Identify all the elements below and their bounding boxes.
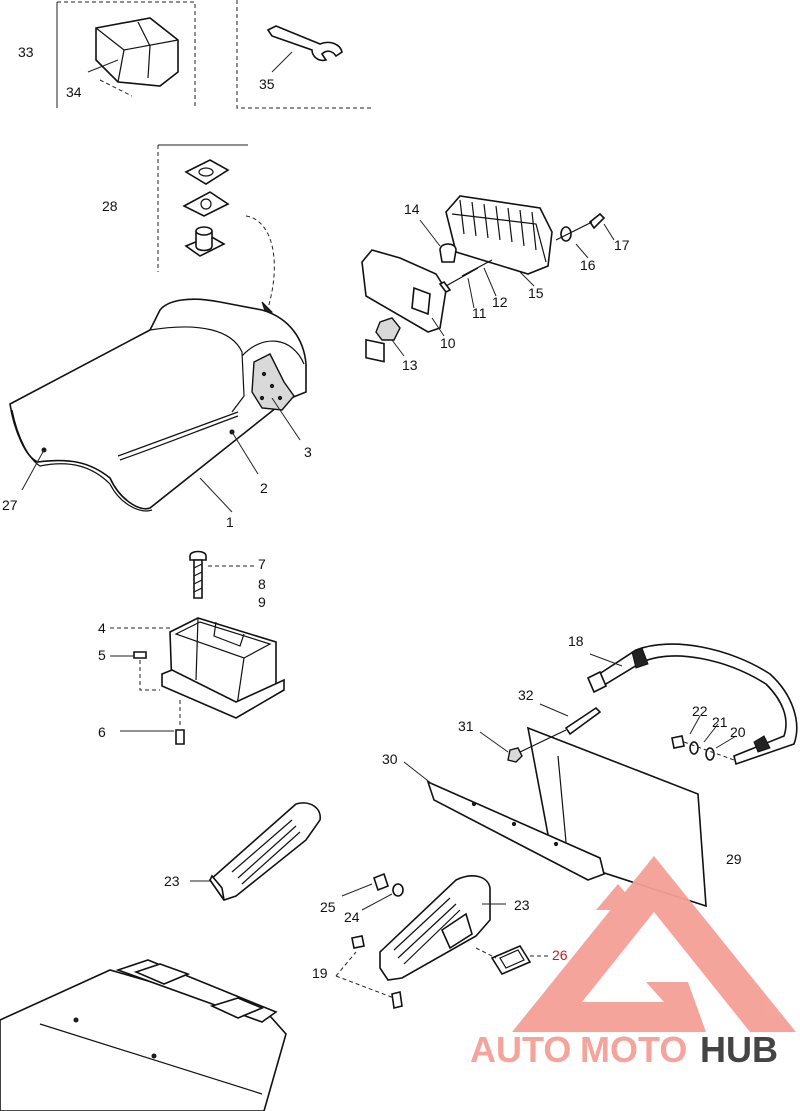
callout-13: 13 bbox=[402, 357, 418, 373]
part-12-screw bbox=[461, 259, 493, 277]
callout-34: 34 bbox=[66, 84, 82, 100]
callout-17: 17 bbox=[614, 237, 630, 253]
part-22-bolt bbox=[671, 735, 685, 749]
part-34-cushion-pad bbox=[95, 17, 179, 87]
kit-box-group bbox=[56, 1, 196, 108]
part-26-clip bbox=[490, 944, 532, 976]
part-28-bumper bbox=[184, 226, 226, 257]
callout-18: 18 bbox=[568, 633, 584, 649]
callout-35: 35 bbox=[259, 76, 275, 92]
part-4-box bbox=[161, 617, 285, 719]
callout-25: 25 bbox=[320, 899, 336, 915]
callout-31: 31 bbox=[458, 718, 474, 734]
tunnel-frame bbox=[0, 959, 287, 1111]
part-32-bolt bbox=[519, 706, 602, 753]
tool-kit-group bbox=[236, 0, 372, 109]
tool-box-assembly bbox=[110, 550, 285, 745]
logo-text-moto: MOTO bbox=[580, 1029, 687, 1070]
part-19-screw bbox=[351, 935, 403, 1009]
callout-14: 14 bbox=[404, 201, 420, 217]
callout-9: 9 bbox=[258, 594, 266, 610]
part-20-nut bbox=[705, 747, 715, 761]
callout-3: 3 bbox=[304, 444, 312, 460]
part-25-screw bbox=[373, 872, 389, 892]
tail-light-assembly bbox=[361, 195, 615, 363]
part-13-nut bbox=[375, 317, 401, 341]
logo-triangle-inner bbox=[596, 884, 640, 910]
part-5-rivet bbox=[133, 651, 160, 691]
callout-5: 5 bbox=[98, 647, 106, 663]
running-board-assembly bbox=[190, 802, 548, 1009]
logo-text-hub: HUB bbox=[700, 1029, 778, 1070]
part-30-rail bbox=[426, 780, 605, 881]
callout-32: 32 bbox=[518, 687, 534, 703]
callout-21: 21 bbox=[712, 714, 728, 730]
part-14-bulb bbox=[439, 243, 457, 263]
part-28-gasket bbox=[184, 159, 230, 185]
callout-labels: 33 34 35 28 14 17 16 15 12 11 10 13 3 2 … bbox=[2, 44, 746, 981]
part-3-plate bbox=[251, 353, 295, 411]
part-6-screw bbox=[175, 700, 185, 745]
callout-6: 6 bbox=[98, 724, 106, 740]
part-23-left-cover bbox=[208, 802, 321, 901]
callout-4: 4 bbox=[98, 620, 106, 636]
part-18-grab-bar bbox=[586, 643, 798, 766]
part-31-nut bbox=[507, 747, 523, 763]
part-17-screw bbox=[555, 212, 606, 241]
automotohub-logo: AUTO MOTO HUB bbox=[470, 856, 796, 1070]
callout-24: 24 bbox=[344, 909, 360, 925]
part-23-right-cover bbox=[379, 875, 491, 981]
part-7-bolt bbox=[189, 550, 207, 599]
callout-33: 33 bbox=[18, 44, 34, 60]
part-35-spanner bbox=[266, 25, 343, 62]
callout-27: 27 bbox=[2, 497, 18, 513]
seat-assembly bbox=[9, 298, 307, 513]
part-28-plate bbox=[182, 191, 230, 217]
callout-12: 12 bbox=[492, 294, 508, 310]
callout-10: 10 bbox=[440, 335, 456, 351]
part-16-washer bbox=[560, 226, 572, 242]
part-10-housing bbox=[361, 249, 447, 363]
callout-8: 8 bbox=[258, 576, 266, 592]
callout-2: 2 bbox=[260, 480, 268, 496]
callout-15: 15 bbox=[528, 285, 544, 301]
part-21-washer bbox=[689, 741, 699, 755]
logo-text-auto: AUTO bbox=[470, 1029, 571, 1070]
seat-bracket-kit-group bbox=[157, 144, 275, 315]
callout-22: 22 bbox=[692, 703, 708, 719]
callout-30: 30 bbox=[382, 751, 398, 767]
part-29-mud-flap bbox=[526, 726, 707, 908]
callout-19: 19 bbox=[312, 965, 328, 981]
callout-11: 11 bbox=[472, 305, 487, 321]
callout-20: 20 bbox=[730, 724, 746, 740]
logo-triangle-mark bbox=[512, 856, 796, 1032]
callout-1: 1 bbox=[226, 514, 234, 530]
rear-bumper-assembly bbox=[403, 643, 798, 908]
part-15-lens bbox=[445, 195, 553, 275]
part-11-screw bbox=[438, 267, 479, 294]
part-24-washer bbox=[392, 883, 404, 897]
callout-23-right: 23 bbox=[514, 897, 530, 913]
callout-7: 7 bbox=[258, 556, 266, 572]
callout-23-left: 23 bbox=[164, 873, 180, 889]
callout-29: 29 bbox=[726, 851, 742, 867]
callout-28: 28 bbox=[102, 198, 118, 214]
callout-16: 16 bbox=[580, 257, 596, 273]
callout-26: 26 bbox=[552, 947, 568, 963]
